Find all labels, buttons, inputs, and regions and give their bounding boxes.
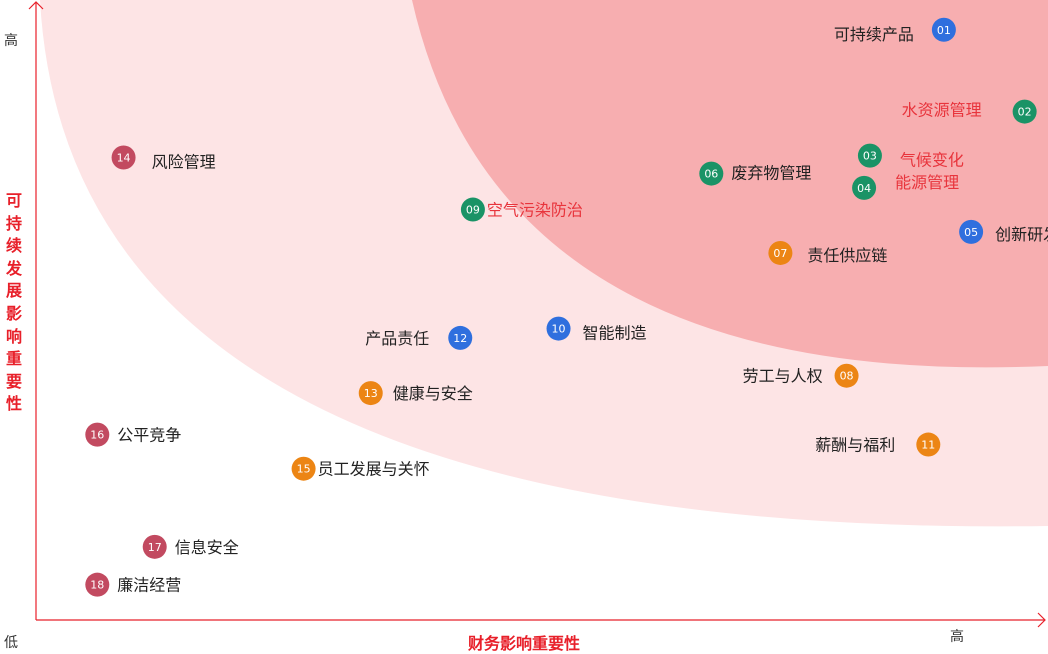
point-label-04: 能源管理 xyxy=(895,173,959,192)
point-number-03: 03 xyxy=(863,150,877,163)
x-axis-title: 财务影响重要性 xyxy=(467,634,580,653)
y-axis-title-char: 发 xyxy=(5,258,22,278)
point-marker-06 xyxy=(699,161,724,186)
zone-high xyxy=(412,0,1048,368)
x-axis-arrow xyxy=(1037,612,1046,628)
point-number-11: 11 xyxy=(921,439,935,452)
point-marker-10 xyxy=(546,316,571,341)
y-axis-low-label: 低 xyxy=(4,635,18,651)
point-number-09: 09 xyxy=(466,204,480,217)
point-number-06: 06 xyxy=(704,168,718,181)
point-number-10: 10 xyxy=(552,323,566,336)
point-label-11: 薪酬与福利 xyxy=(815,436,895,455)
y-axis-title-char: 响 xyxy=(5,326,22,346)
y-axis-title-char: 影 xyxy=(5,303,22,323)
point-label-13: 健康与安全 xyxy=(393,384,473,403)
point-label-15: 员工发展与关怀 xyxy=(318,460,430,479)
point-number-02: 02 xyxy=(1018,106,1032,119)
point-marker-16 xyxy=(85,422,110,447)
point-label-18: 廉洁经营 xyxy=(117,576,181,595)
point-marker-08 xyxy=(834,363,859,388)
point-number-07: 07 xyxy=(773,247,787,260)
point-label-10: 智能制造 xyxy=(583,324,647,343)
y-axis-high-label: 高 xyxy=(4,33,18,49)
y-axis-title-char: 要 xyxy=(5,371,22,391)
y-axis-title-char: 续 xyxy=(5,236,22,256)
point-number-13: 13 xyxy=(364,387,378,400)
point-number-17: 17 xyxy=(148,541,162,554)
point-label-03: 气候变化 xyxy=(900,151,964,170)
y-axis-title-char: 可 xyxy=(5,191,22,210)
y-axis-title-char: 持 xyxy=(5,213,22,233)
point-label-09: 空气污染防治 xyxy=(487,201,583,220)
point-label-05: 创新研发 xyxy=(995,225,1048,244)
point-number-04: 04 xyxy=(857,182,871,195)
point-marker-15 xyxy=(291,456,316,481)
point-marker-05 xyxy=(959,219,984,244)
point-label-06: 废弃物管理 xyxy=(731,164,811,183)
point-marker-13 xyxy=(358,381,383,406)
point-number-01: 01 xyxy=(937,24,951,37)
point-marker-11 xyxy=(916,432,941,457)
point-marker-12 xyxy=(448,325,473,350)
point-number-12: 12 xyxy=(453,332,467,345)
point-label-01: 可持续产品 xyxy=(834,25,914,44)
point-label-17: 信息安全 xyxy=(175,538,239,557)
y-axis-title-char: 性 xyxy=(5,394,22,414)
point-label-08: 劳工与人权 xyxy=(743,367,823,386)
point-marker-04 xyxy=(852,175,877,200)
point-marker-14 xyxy=(111,145,136,170)
point-marker-03 xyxy=(857,143,882,168)
point-marker-17 xyxy=(142,534,167,559)
y-axis-title: 可持续发展影响重要性 xyxy=(4,190,24,416)
point-number-05: 05 xyxy=(964,226,978,239)
point-label-07: 责任供应链 xyxy=(807,246,887,265)
point-number-16: 16 xyxy=(90,429,104,442)
point-marker-02 xyxy=(1012,99,1037,124)
point-label-02: 水资源管理 xyxy=(902,101,982,120)
x-axis-high-label: 高 xyxy=(950,629,964,645)
point-number-18: 18 xyxy=(90,579,104,592)
point-marker-18 xyxy=(85,572,110,597)
point-label-12: 产品责任 xyxy=(365,329,429,348)
y-axis-arrow xyxy=(28,1,44,10)
point-marker-07 xyxy=(768,240,793,265)
point-marker-09 xyxy=(460,197,485,222)
point-marker-01 xyxy=(931,17,956,42)
point-label-16: 公平竞争 xyxy=(117,426,181,445)
point-label-14: 风险管理 xyxy=(152,152,216,171)
point-number-15: 15 xyxy=(297,463,311,476)
y-axis-title-char: 重 xyxy=(5,349,22,369)
y-axis-title-char: 展 xyxy=(5,281,22,301)
point-number-14: 14 xyxy=(117,151,131,164)
point-number-08: 08 xyxy=(840,370,854,383)
